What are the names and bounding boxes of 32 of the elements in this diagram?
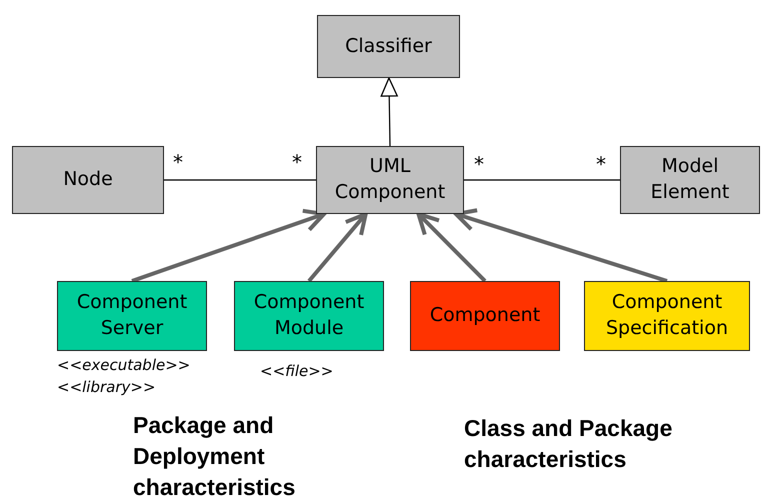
class-box xyxy=(12,146,164,214)
class-box xyxy=(584,281,750,351)
class-name: Model Element xyxy=(650,154,730,205)
arrow xyxy=(307,212,368,282)
arrow xyxy=(131,208,326,283)
multiplicity-label: * xyxy=(173,150,183,174)
class-name: Component Module xyxy=(252,290,366,341)
multiplicity-label: * xyxy=(596,152,606,176)
note-text: Package and Deployment characteristics xyxy=(133,411,296,502)
class-box xyxy=(317,15,460,78)
class-box xyxy=(620,146,760,214)
class-box xyxy=(410,281,560,351)
association-line xyxy=(464,179,620,181)
note-text: Class and Package characteristics xyxy=(464,414,674,474)
class-box xyxy=(234,281,384,351)
class-name: Component Server xyxy=(76,290,188,341)
class-box xyxy=(57,281,207,351)
class-name: Node xyxy=(62,167,114,192)
multiplicity-label: * xyxy=(474,152,484,176)
class-box xyxy=(316,146,464,214)
class-name: Classifier xyxy=(344,34,433,59)
arrow xyxy=(416,212,486,282)
stereotype-label: <<library>> xyxy=(57,378,156,396)
arrow xyxy=(380,77,398,146)
class-name: UML Component xyxy=(334,154,446,205)
association-line xyxy=(164,179,316,181)
class-name: Component xyxy=(428,303,542,328)
class-name: Component Specification xyxy=(605,290,729,341)
arrow xyxy=(454,208,668,283)
stereotype-label: <<executable>> xyxy=(57,356,190,374)
multiplicity-label: * xyxy=(292,150,302,174)
stereotype-label: <<file>> xyxy=(260,362,334,380)
